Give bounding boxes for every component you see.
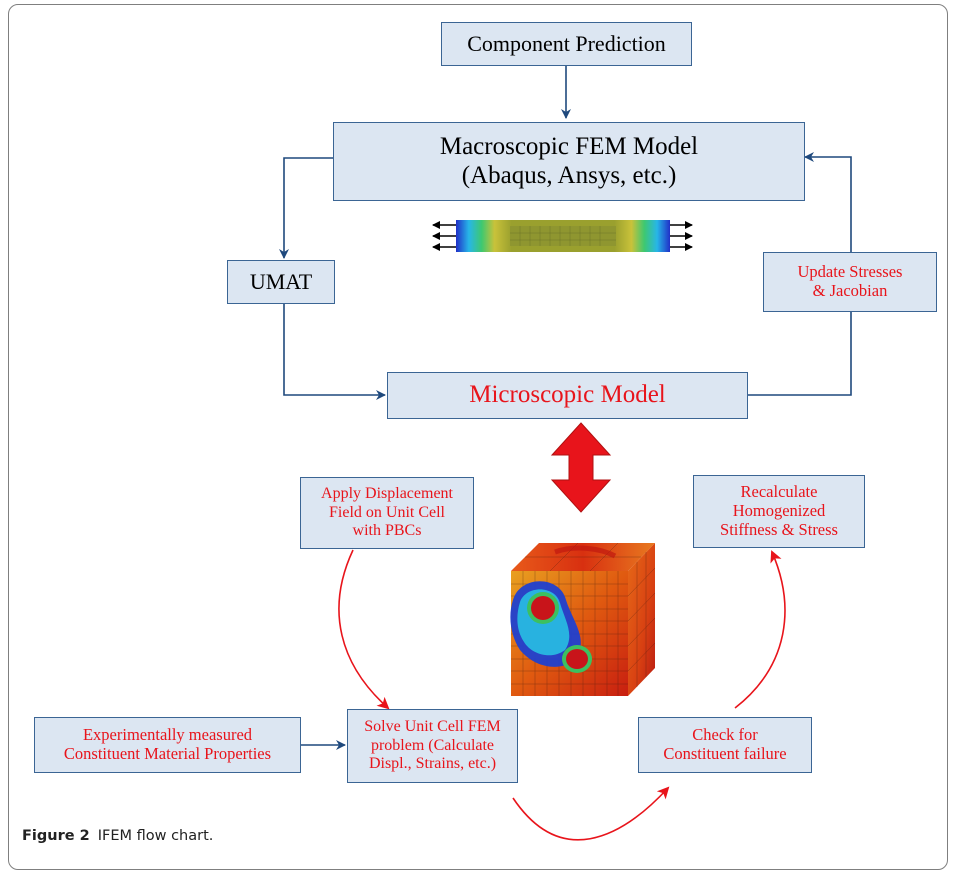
recalc-line-3: Stiffness & Stress (720, 519, 838, 539)
arrow-apply-to-solve (338, 549, 390, 710)
update-line-1: Update Stresses (797, 262, 903, 282)
solve-unit-cell-box: Solve Unit Cell FEM problem (Calculate D… (347, 709, 518, 783)
solve-line-3: Displ., Strains, etc.) (368, 755, 497, 773)
arrow-macro-to-umat (279, 157, 333, 259)
caption-text: IFEM flow chart. (97, 828, 214, 844)
apply-displacement-box: Apply Displacement Field on Unit Cell wi… (300, 477, 474, 549)
arrow-update-to-macro (804, 152, 852, 252)
check-line-2: Constituent failure (663, 744, 787, 763)
arrow-micro-to-update (748, 312, 852, 396)
update-stresses-box: Update Stresses & Jacobian (763, 252, 937, 312)
recalculate-box: Recalculate Homogenized Stiffness & Stre… (693, 475, 865, 548)
microscopic-label: Microscopic Model (469, 381, 666, 409)
solve-line-2: problem (Calculate (370, 736, 495, 754)
exp-line-2: Constituent Material Properties (63, 744, 272, 763)
arrow-check-to-recalc (734, 550, 786, 709)
recalc-line-1: Recalculate (740, 482, 818, 502)
arrow-umat-to-micro (283, 304, 386, 400)
component-prediction-box: Component Prediction (441, 22, 692, 66)
recalc-line-2: Homogenized (732, 501, 826, 521)
apply-line-2: Field on Unit Cell (329, 503, 445, 521)
figure-frame (8, 4, 948, 870)
figure-caption: Figure 2 IFEM flow chart. (22, 828, 213, 844)
unit-cell-cube-image (510, 542, 656, 696)
component-prediction-label: Component Prediction (467, 31, 666, 57)
umat-label: UMAT (249, 269, 313, 295)
macroscopic-subtitle: (Abaqus, Ansys, etc.) (461, 161, 677, 189)
caption-label: Figure 2 (22, 828, 90, 844)
experimental-properties-box: Experimentally measured Constituent Mate… (34, 717, 301, 773)
check-line-1: Check for (692, 725, 758, 745)
arrow-solve-to-check (512, 786, 670, 841)
check-failure-box: Check for Constituent failure (638, 717, 812, 773)
umat-box: UMAT (227, 260, 335, 304)
macroscopic-title: Macroscopic FEM Model (439, 132, 699, 160)
apply-line-3: with PBCs (352, 522, 422, 540)
solve-line-1: Solve Unit Cell FEM (364, 718, 501, 736)
macroscopic-fem-box: Macroscopic FEM Model (Abaqus, Ansys, et… (333, 122, 805, 201)
tensile-bar-image (432, 220, 693, 252)
double-arrow (550, 422, 612, 513)
exp-line-1: Experimentally measured (82, 725, 253, 745)
update-line-2: & Jacobian (812, 281, 888, 300)
microscopic-model-box: Microscopic Model (387, 372, 748, 419)
apply-line-1: Apply Displacement (321, 485, 453, 503)
